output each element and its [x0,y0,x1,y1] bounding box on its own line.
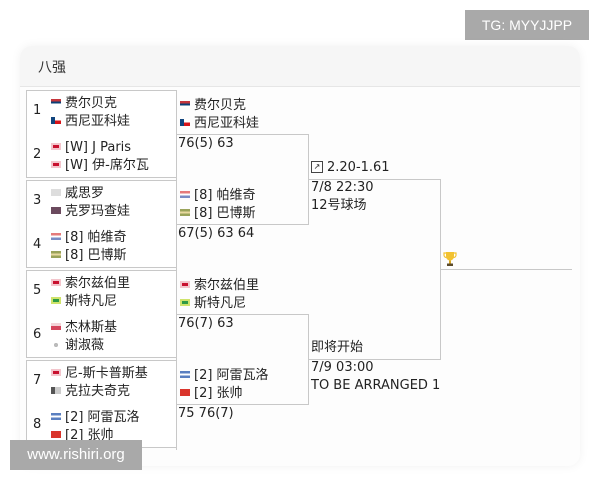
flag-argentina-icon [51,413,61,420]
semifinal-time: 7/9 03:00 [311,360,374,375]
connector [176,134,308,135]
seed-number: 7 [33,373,42,388]
r2-score-top: 76(5) 63 [178,136,234,151]
seed-number: 8 [33,417,42,432]
connector [308,359,440,360]
r1-match-3[interactable]: 5 索尔兹伯里 斯特凡尼 6 杰林斯基 谢淑薇 [26,270,176,358]
card-title: 八强 [20,46,580,87]
connector [308,179,440,180]
r1-player-6[interactable]: 6 杰林斯基 谢淑薇 [33,320,118,353]
connector [176,224,308,225]
flag-croatia-icon [180,191,190,198]
connector [176,404,308,405]
seed-number: 5 [33,283,42,298]
semifinal-time: 7/8 22:30 [311,180,374,195]
r1-match-1[interactable]: 1 费尔贝克 西尼亚科娃 2 [W] J Paris [W] 伊-席尔瓦 [26,90,176,178]
flag-czech-icon [180,119,190,126]
flag-uk-icon [51,369,61,376]
player-line: 西尼亚科娃 [51,113,130,131]
bracket: 1 费尔贝克 西尼亚科娃 2 [W] J Paris [W] 伊-席尔瓦 3 威… [20,87,580,466]
flag-uk-icon [180,281,190,288]
r1-player-3[interactable]: 3 威思罗 克罗玛查娃 [33,186,131,219]
r1-divider [176,90,177,450]
flag-serbia-icon [180,101,190,108]
final-line [440,269,572,270]
connector [176,314,308,315]
flag-china-icon [180,389,190,396]
seed-number: 6 [33,327,42,342]
flag-usa-icon [51,387,61,394]
flag-argentina-icon [180,371,190,378]
semifinal-status: 即将开始 [311,340,364,355]
r1-player-4[interactable]: 4 [8] 帕维奇 [8] 巴博斯 [33,230,127,263]
semifinal-court: TO BE ARRANGED 1 [311,378,441,393]
flag-brazil-icon [180,299,190,306]
flag-poland-icon [51,323,61,330]
seed-number: 4 [33,237,42,252]
flag-usa-icon [51,189,61,196]
seed-number: 2 [33,147,42,162]
r1-player-8[interactable]: 8 [2] 阿雷瓦洛 [2] 张帅 [33,410,140,443]
r1-player-7[interactable]: 7 尼-斯卡普斯基 克拉夫奇克 [33,366,148,399]
flag-taiwan-icon [52,340,60,349]
stats-chart-icon: ↗ [311,160,323,173]
flag-brazil-icon [51,297,61,304]
r1-match-4[interactable]: 7 尼-斯卡普斯基 克拉夫奇克 8 [2] 阿雷瓦洛 [2] 张帅 [26,360,176,448]
flag-uk-icon [51,279,61,286]
bracket-card: 八强 1 费尔贝克 西尼亚科娃 2 [W] J Paris [W] 伊-席尔瓦 … [20,46,580,466]
seed-number: 3 [33,193,42,208]
flag-czech-icon [51,117,61,124]
flag-brazil-icon [51,251,61,258]
flag-serbia-icon [51,99,61,106]
flag-croatia-icon [51,233,61,240]
semifinal-court: 12号球场 [311,198,367,213]
flag-brazil-icon [180,209,190,216]
watermark-top: TG: MYYJJPP [465,10,589,40]
odds-row: ↗2.20-1.61 [311,159,390,177]
watermark-bottom: www.rishiri.org [10,440,142,470]
flag-russia-icon [51,207,61,214]
r2-score-top: 76(7) 63 [178,316,234,331]
r1-player-2[interactable]: 2 [W] J Paris [W] 伊-席尔瓦 [33,140,149,173]
seed-number: 1 [33,103,42,118]
flag-china-icon [51,431,61,438]
r2-score-bottom: 67(5) 63 64 [178,226,255,241]
flag-uk-icon [51,143,61,150]
r2-score-bottom: 75 76(7) [178,406,234,421]
trophy-icon [443,251,457,271]
flag-uk-icon [51,161,61,168]
r1-player-5[interactable]: 5 索尔兹伯里 斯特凡尼 [33,276,131,309]
player-line: 费尔贝克 [51,95,117,113]
r1-player-1[interactable]: 1 费尔贝克 西尼亚科娃 [27,91,177,135]
r1-match-2[interactable]: 3 威思罗 克罗玛查娃 4 [8] 帕维奇 [8] 巴博斯 [26,180,176,268]
